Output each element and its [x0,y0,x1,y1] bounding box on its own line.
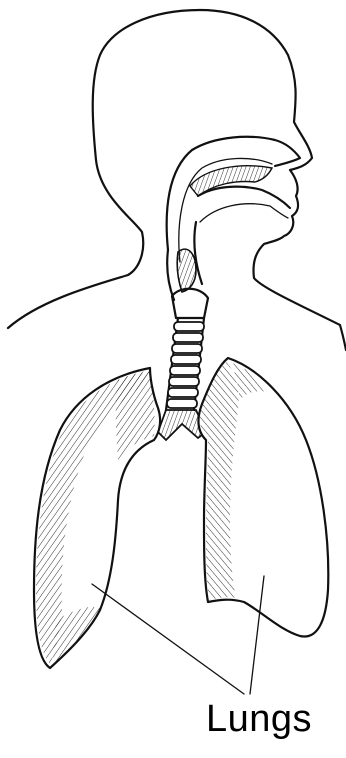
trachea-ring [172,344,202,353]
nasal-cavity-outer [167,137,300,250]
trachea-ring [167,399,197,408]
larynx [172,289,208,318]
trachea-ring [171,355,201,364]
trachea-ring [168,388,198,397]
palate-band [190,166,272,196]
body-outline [8,10,346,350]
lungs-label: Lungs [206,700,312,738]
tongue [200,204,288,222]
epiglottis [177,249,196,292]
trachea-ring [170,366,200,375]
trachea-ring [174,322,204,331]
mouth-cavity [198,187,290,208]
pharynx-left-wall [167,250,174,300]
trachea-ring [169,377,199,386]
trachea-ring [173,333,203,342]
